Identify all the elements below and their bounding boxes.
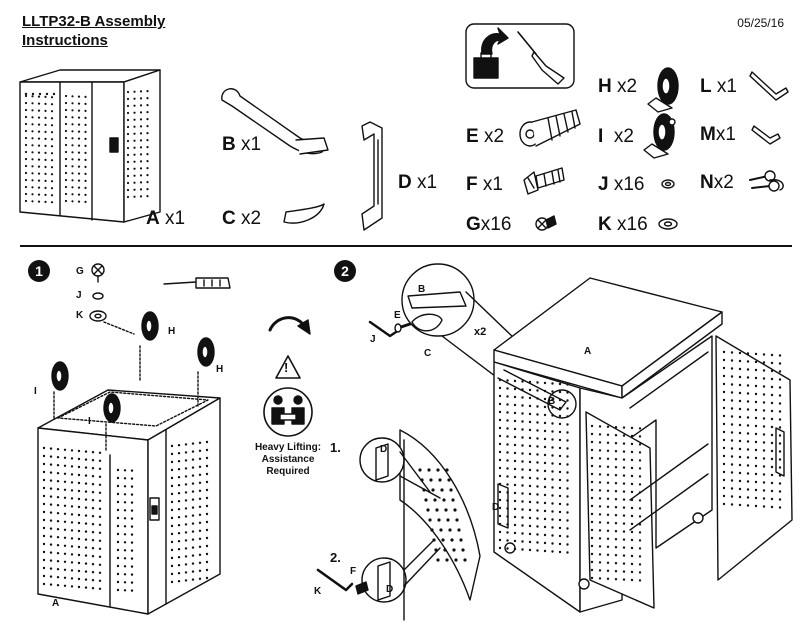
notice-line-1: Heavy Lifting: xyxy=(254,442,322,453)
screw-g-illustration xyxy=(535,215,557,231)
warning-triangle-icon xyxy=(275,355,301,379)
step1-label-h1: H xyxy=(168,326,176,337)
caster-i-illustration xyxy=(643,113,676,159)
part-label-b: B x1 xyxy=(222,134,262,155)
step2-label-b2: B xyxy=(548,396,556,407)
heavy-lifting-notice: Heavy Lifting: Assistance Required xyxy=(248,442,328,478)
tools-box xyxy=(465,23,575,89)
step1-label-i1: I xyxy=(34,386,37,397)
notice-line-3: Required xyxy=(266,466,310,477)
step1-caster-h1 xyxy=(141,311,159,341)
part-label-g: Gx16 xyxy=(466,214,512,235)
spacer-c-illustration xyxy=(283,203,325,224)
warning-symbol: ! xyxy=(284,360,289,375)
step2-label-d: D xyxy=(492,502,500,513)
step1-hardware-stack xyxy=(89,263,107,322)
notice-line-2: Assistance xyxy=(261,454,315,465)
step1-caster-i2 xyxy=(103,393,121,423)
step1-label-g: G xyxy=(76,266,84,277)
step2-label-e: E xyxy=(394,310,401,321)
step2-sub-label-d2: D xyxy=(386,584,394,595)
handle-b-illustration xyxy=(221,88,329,155)
step1-screwdriver xyxy=(163,277,231,289)
step-2-badge: 2 xyxy=(334,260,356,282)
step2-hex-key xyxy=(368,320,398,338)
part-label-l: L x1 xyxy=(700,76,737,97)
step2-label-b: B xyxy=(418,284,426,295)
screw-f-illustration xyxy=(523,167,565,195)
caster-h-illustration xyxy=(647,67,679,113)
washer-j-illustration xyxy=(661,179,675,189)
step2-label-c: C xyxy=(424,348,432,359)
step1-label-h2: H xyxy=(216,364,224,375)
part-label-c: C x2 xyxy=(222,208,262,229)
part-label-j: J x16 xyxy=(598,174,645,195)
step1-label-a: A xyxy=(52,598,60,609)
hex-key-m-illustration xyxy=(751,125,781,145)
flip-arrow-icon xyxy=(268,316,311,335)
step2-cart xyxy=(493,277,793,613)
document-title: LLTP32-B Assembly Instructions xyxy=(22,12,165,50)
keys-n-illustration xyxy=(749,170,784,192)
step1-caster-i1 xyxy=(51,361,69,391)
step2-label-x2: x2 xyxy=(474,326,487,338)
hex-key-l-illustration xyxy=(749,71,789,101)
step1-caster-h2 xyxy=(197,337,215,367)
part-label-k: K x16 xyxy=(598,214,648,235)
part-label-f: F x1 xyxy=(466,174,503,195)
part-label-n: Nx2 xyxy=(700,172,734,193)
part-label-m: Mx1 xyxy=(700,124,736,145)
part-label-a: A x1 xyxy=(146,208,186,229)
part-label-e: E x2 xyxy=(466,126,505,147)
step-1-badge: 1 xyxy=(28,260,50,282)
part-label-d: D x1 xyxy=(398,172,438,193)
step2-sub-2: 2. xyxy=(330,550,341,565)
title-line-2: Instructions xyxy=(22,32,108,49)
step2-bolt-e xyxy=(394,322,412,333)
section-divider xyxy=(20,245,792,247)
title-line-1: LLTP32-B Assembly xyxy=(22,13,166,30)
bracket-d-illustration xyxy=(361,121,383,231)
step2-sub-label-k: K xyxy=(314,586,322,597)
step2-sub-1: 1. xyxy=(330,440,341,455)
step1-dashed-guides xyxy=(53,321,199,453)
step1-label-k: K xyxy=(76,310,84,321)
step2-panel-detail xyxy=(316,429,481,621)
washer-k-illustration xyxy=(658,218,678,230)
step1-label-i2: I xyxy=(88,416,91,427)
part-label-h: H x2 xyxy=(598,76,638,97)
step2-sub-label-f: F xyxy=(350,566,357,577)
step2-label-j: J xyxy=(370,334,376,345)
two-person-lift-icon xyxy=(263,387,313,437)
step2-sub-label-d1: D xyxy=(380,444,388,455)
step1-cabinet xyxy=(37,389,221,615)
document-date: 05/25/16 xyxy=(737,16,784,30)
step2-label-a: A xyxy=(584,346,592,357)
bolt-e-illustration xyxy=(519,109,581,147)
step1-label-j: J xyxy=(76,290,82,301)
part-label-i: I x2 xyxy=(598,126,634,147)
